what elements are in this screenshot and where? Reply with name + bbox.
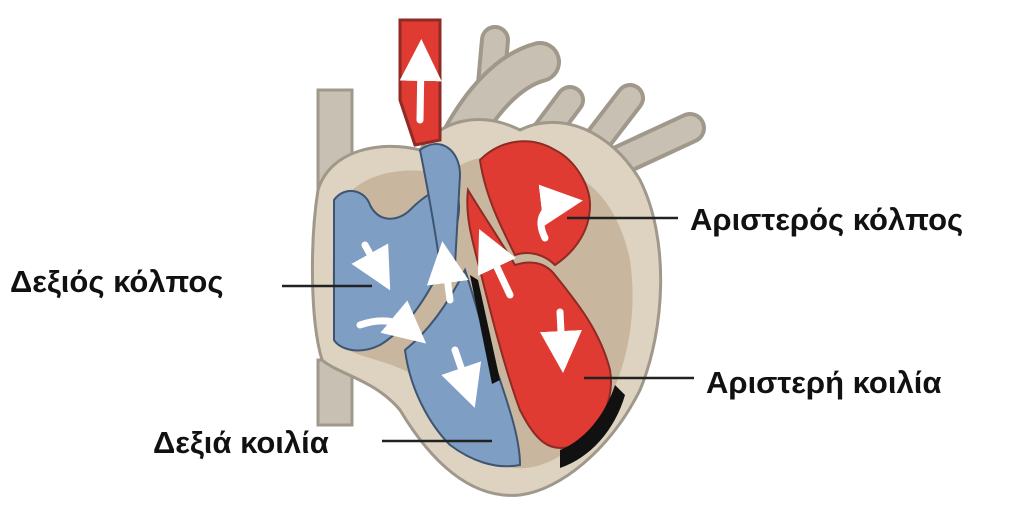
arrow-icon — [560, 312, 562, 352]
label-right-ventricle: Δεξιά κοιλία — [153, 427, 329, 458]
label-left-ventricle: Αριστερή κοιλία — [706, 367, 941, 398]
label-left-atrium: Αριστερός κόλπος — [690, 204, 963, 235]
arrow-icon — [445, 262, 450, 300]
arrow-icon — [420, 60, 421, 120]
label-right-atrium: Δεξιός κόλπος — [10, 266, 223, 297]
